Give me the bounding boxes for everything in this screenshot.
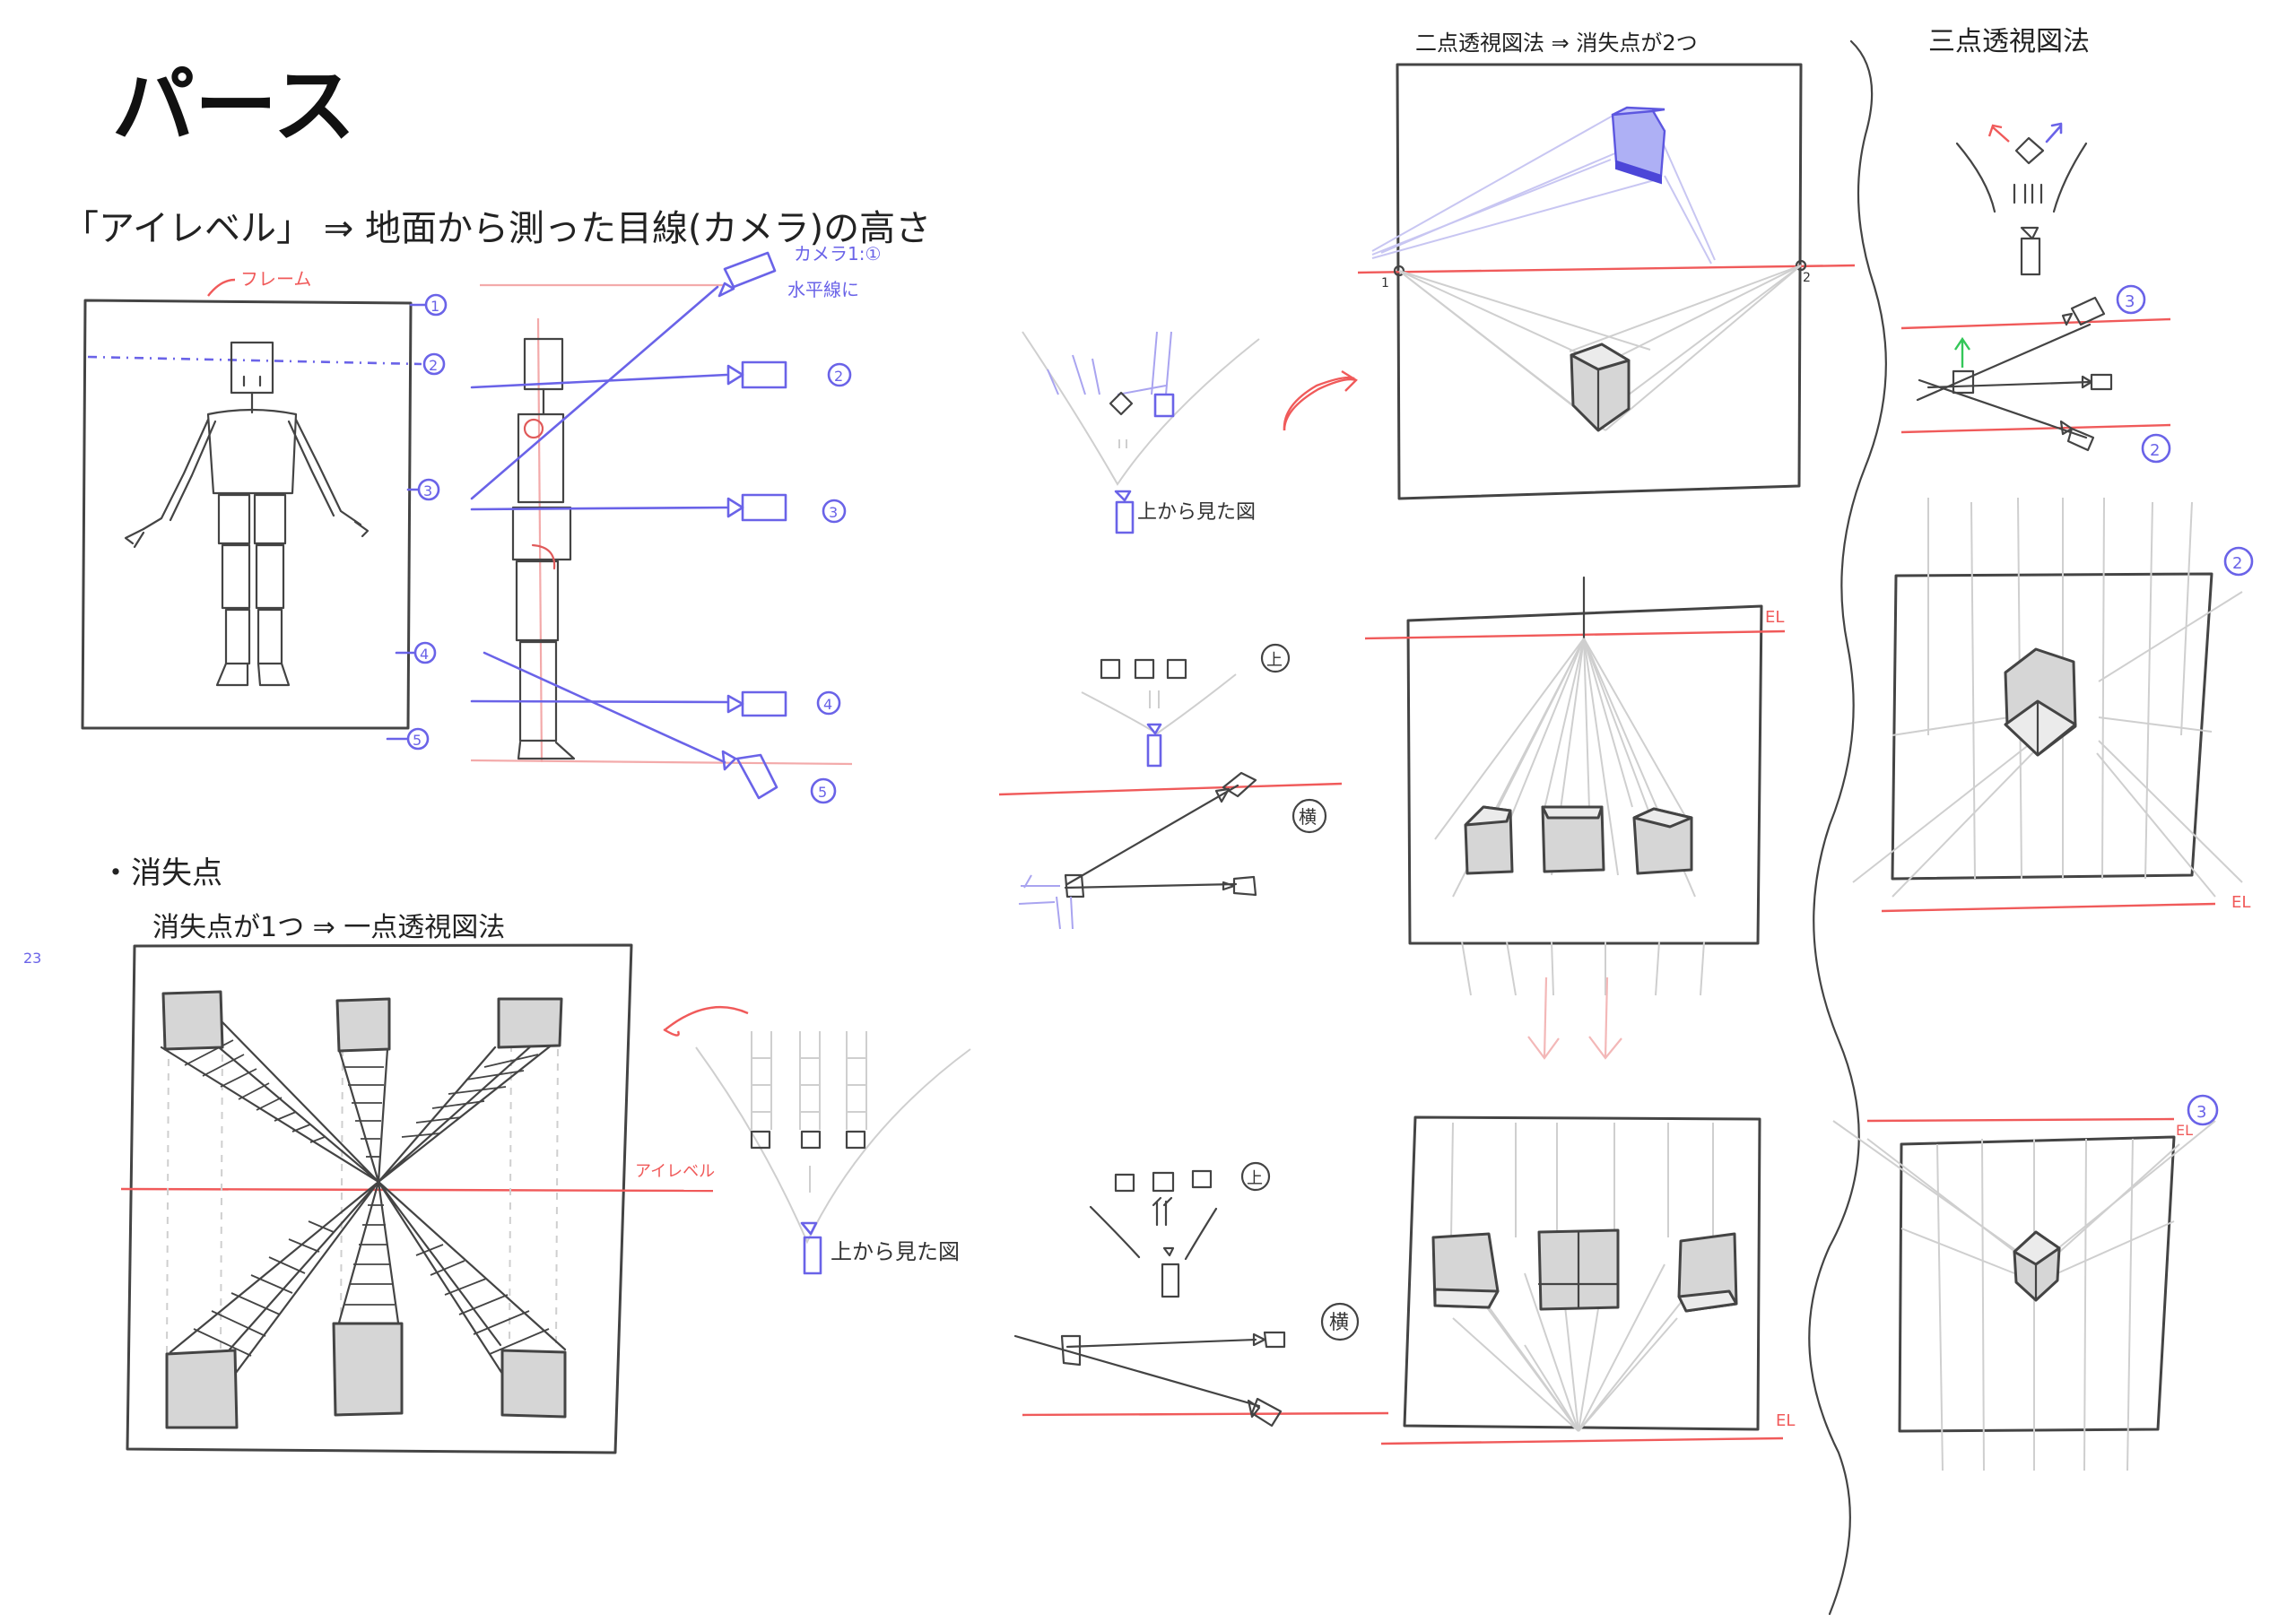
- one-point-eye-level: [120, 1187, 714, 1193]
- two-point-rotate-arrow: [1283, 378, 1357, 431]
- camera-sight-lines: [470, 285, 728, 764]
- camera-number-markers: 2 3 4 5: [810, 362, 852, 804]
- two-point-blue-cube: [1611, 106, 1666, 185]
- one-point-top-view: 上から見た図: [663, 1005, 971, 1275]
- camera-marker-2: 2: [834, 368, 843, 385]
- el-label-3: EL: [2231, 893, 2250, 912]
- middle-side-view-2: 横: [1013, 1302, 1389, 1428]
- middle-top-view-2: 上: [1081, 643, 1291, 768]
- marker-2: 2: [429, 357, 438, 374]
- frame-label: フレーム: [240, 268, 311, 290]
- vp-label-1: 1: [1381, 276, 1389, 291]
- frame-arrow: [207, 278, 236, 297]
- front-figure: [124, 341, 370, 687]
- camera-icon-4: [726, 690, 787, 717]
- marker-3: 3: [423, 482, 432, 499]
- one-point-converging-strips: [160, 1020, 567, 1378]
- frame-rectangle: [81, 299, 413, 730]
- camera-icons: [718, 251, 787, 800]
- three-point-marker-2a: 2: [2150, 441, 2160, 460]
- badge-side-1: 横: [1299, 806, 1317, 828]
- el-panel-2: EL: [1380, 1115, 1795, 1445]
- badge-side-2: 横: [1329, 1312, 1349, 1334]
- down-arrows: [1527, 976, 1622, 1060]
- one-point-strip-hatching: [184, 1039, 550, 1357]
- page-title: パース: [112, 58, 355, 154]
- frame-markers: 1 2 3 4 5: [386, 293, 448, 751]
- three-point-marker-2b: 2: [2232, 554, 2242, 573]
- two-point-guides: [1398, 265, 1802, 431]
- camera-icon-5: [721, 750, 778, 800]
- camera-marker-5: 5: [818, 784, 827, 801]
- vanishing-heading: ・消失点: [100, 855, 222, 891]
- side-number: 23: [23, 950, 41, 967]
- camera-icon-2: [726, 360, 787, 389]
- three-point-panel-3: EL 3: [1832, 1094, 2219, 1471]
- middle-top-view-1: 上から見た図: [1022, 331, 1260, 534]
- eye-level-dashed-line: [87, 355, 422, 366]
- marker-4: 4: [420, 646, 429, 663]
- three-point-heading: 三点透視図法: [1928, 26, 2090, 57]
- three-point-marker-3b: 3: [2196, 1103, 2206, 1122]
- three-point-panel-2: EL 2: [1852, 497, 2254, 913]
- one-point-cubes: [161, 990, 567, 1429]
- one-point-dashed-guides: [166, 1039, 559, 1355]
- one-point-top-view-label: 上から見た図: [831, 1239, 960, 1264]
- el-label-2: EL: [1776, 1411, 1795, 1430]
- middle-top-view-3: 上: [1089, 1161, 1271, 1298]
- three-point-side-view: 3 2: [1900, 284, 2171, 464]
- badge-top-1: 上: [1266, 651, 1283, 670]
- one-point-heading: 消失点が1つ ⇒ 一点透視図法: [152, 912, 505, 943]
- middle-side-view-1: 横: [998, 771, 1343, 930]
- wavy-divider: [1808, 39, 1887, 1616]
- one-point-eye-level-label: アイレベル: [635, 1162, 715, 1181]
- camera-marker-4: 4: [823, 696, 832, 713]
- badge-top-2: 上: [1247, 1169, 1263, 1188]
- vp-label-2: 2: [1803, 271, 1811, 285]
- eye-level-heading: 「アイレベル」 ⇒ 地面から測った目線(カメラ)の高さ: [63, 208, 931, 249]
- middle-top-view-1-label: 上から見た図: [1137, 501, 1256, 524]
- camera-note-line1: カメラ1:①: [794, 243, 881, 265]
- three-point-top-view: [1955, 122, 2088, 276]
- two-point-grey-cube: [1570, 343, 1631, 432]
- el-panel-1: EL: [1364, 576, 1786, 996]
- el-label-4: EL: [2176, 1122, 2193, 1139]
- side-figure: [470, 283, 853, 766]
- el-label-1: EL: [1765, 608, 1784, 627]
- two-point-heading: 二点透視図法 ⇒ 消失点が2つ: [1415, 30, 1698, 56]
- marker-5: 5: [413, 732, 422, 749]
- two-point-horizon: [1357, 264, 1856, 274]
- three-point-marker-3a: 3: [2125, 292, 2135, 311]
- two-point-blue-guides: [1371, 114, 1716, 265]
- camera-note-line2: 水平線に: [787, 279, 859, 300]
- one-point-frame: [126, 943, 633, 1454]
- two-point-frame: [1396, 63, 1803, 500]
- camera-icon-3: [726, 493, 787, 522]
- camera-marker-3: 3: [829, 504, 838, 521]
- marker-1: 1: [430, 298, 439, 315]
- camera-icon-1: [718, 251, 777, 298]
